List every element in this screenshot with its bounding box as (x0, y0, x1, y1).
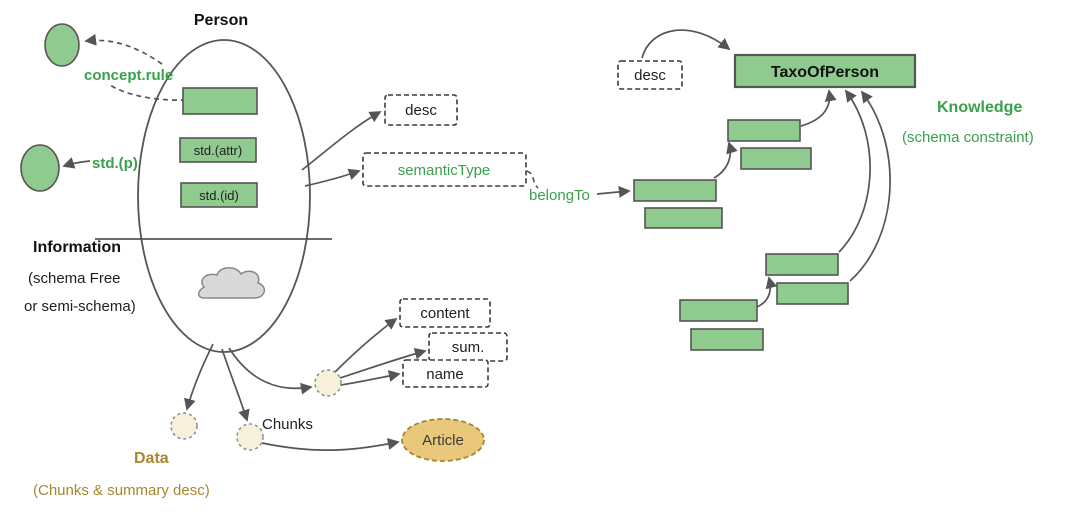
concept-ellipse (44, 23, 80, 67)
person-entity-ellipse (137, 39, 311, 353)
arrow-node-c-to-a (713, 141, 738, 179)
person-attr-rect-plain (182, 87, 258, 115)
concept-rule-label: concept.rule (84, 67, 173, 84)
arrow-to-sum (339, 347, 427, 379)
std-id-label: std.(id) (199, 188, 239, 203)
desc-box-left (384, 94, 458, 126)
arrow-belongto-to-node (596, 185, 631, 198)
desc-left-label: desc (405, 102, 437, 119)
std-attr-rect (179, 137, 257, 163)
arrow-to-semantictype (304, 168, 361, 187)
person-label: Person (194, 12, 248, 29)
data-sublabel: (Chunks & summary desc) (33, 482, 210, 499)
belongto-label: belongTo (529, 187, 590, 204)
arrow-to-article (261, 438, 400, 452)
taxo-node-e (765, 253, 839, 276)
cloud-shape (198, 267, 266, 299)
article-label: Article (422, 432, 464, 449)
arrow-to-chunk-3 (228, 347, 313, 395)
taxo-root-rect (733, 53, 917, 89)
knowledge-sublabel: (schema constraint) (902, 129, 1034, 146)
taxo-node-g (679, 299, 758, 322)
information-sublabel-1: (schema Free (28, 270, 121, 287)
concept-rule-dashed-tail (109, 84, 187, 101)
arrow-node-a-to-taxo (800, 89, 837, 127)
arrow-desc-to-taxo (641, 29, 731, 59)
taxo-node-b (740, 147, 812, 170)
information-label: Information (33, 239, 121, 256)
arrow-to-name (340, 370, 401, 386)
information-sublabel-2: or semi-schema) (24, 298, 136, 315)
arrow-node-f-to-taxo (849, 90, 891, 282)
std-p-arrow (62, 157, 91, 169)
arrow-to-chunk-2 (221, 348, 250, 422)
article-ellipse (401, 418, 485, 462)
std-attr-label: std.(attr) (194, 143, 242, 158)
std-id-rect (180, 182, 258, 208)
std-p-ellipse (20, 144, 60, 192)
desc-box-right (617, 60, 683, 90)
taxo-node-h (690, 328, 764, 351)
knowledge-label: Knowledge (937, 99, 1022, 116)
semantictype-belongto-dashed-link (526, 170, 539, 189)
std-p-label: std.(p) (92, 155, 138, 172)
arrow-node-e-to-taxo (838, 89, 871, 253)
taxo-node-a (727, 119, 801, 142)
concept-rule-dashed-arrow (84, 33, 163, 65)
content-box (399, 298, 491, 328)
content-label: content (420, 305, 470, 322)
name-label: name (426, 366, 464, 383)
arrow-to-content (334, 317, 398, 373)
semantic-type-label: semanticType (398, 162, 491, 179)
desc-right-label: desc (634, 67, 666, 84)
chunks-label: Chunks (262, 416, 313, 433)
taxo-node-d (644, 207, 723, 229)
name-box (402, 359, 489, 388)
semantic-type-box (362, 152, 527, 187)
sum-label: sum. (452, 339, 485, 356)
arrow-to-desc (301, 111, 382, 171)
arrow-to-chunk-1 (184, 343, 214, 411)
chunk-circle-1 (170, 412, 198, 440)
chunk-circle-2 (236, 423, 264, 451)
taxo-node-c (633, 179, 717, 202)
data-label: Data (134, 450, 169, 467)
arrow-node-g-to-e (756, 276, 778, 308)
taxo-node-f (776, 282, 849, 305)
chunk-circle-3 (314, 369, 342, 397)
taxo-label: TaxoOfPerson (771, 64, 879, 81)
